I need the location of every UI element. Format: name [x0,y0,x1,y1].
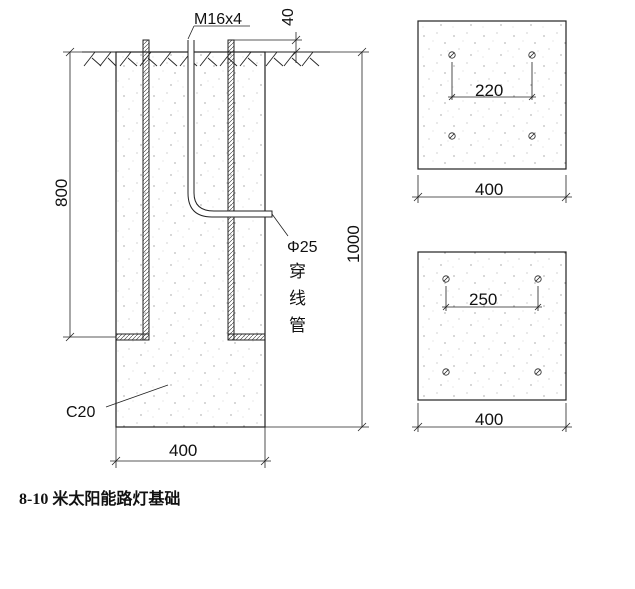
figure-caption: 8-10 米太阳能路灯基础 [19,491,181,508]
conduit-label: Φ25 [287,239,318,256]
dim-width-section-label: 400 [169,441,197,460]
dim-total-label: 1000 [344,225,363,263]
plan-a-width-label: 400 [475,180,503,199]
conduit-text-3: 管 [289,316,306,335]
plan-a-block [417,20,567,170]
plan-a-width-dim [412,175,572,203]
dim-40 [234,32,302,63]
plan-view-a: 220 400 [412,20,572,203]
plan-b-spacing-dim [442,286,542,311]
bolt-label: M16x4 [194,11,242,28]
plan-b-width-label: 400 [475,410,503,429]
anchor-bolt-right [227,39,266,341]
dim-400-section [110,427,271,468]
plan-b-bolts [442,275,542,376]
bolt-leader [187,25,195,40]
dim-1000 [265,47,369,432]
section-view: M16x4 40 800 1000 Φ25 穿 线 管 C20 400 [52,8,369,468]
plan-a-spacing-dim [448,62,536,101]
dim-depth-label: 800 [52,179,71,207]
concrete-leader [105,384,169,408]
concrete-label: C20 [66,404,95,421]
foundation-drawing: M16x4 40 800 1000 Φ25 穿 线 管 C20 400 [52,8,572,468]
conduit-leader [271,213,289,237]
dim-top-label: 40 [280,8,297,26]
dim-800 [63,47,116,342]
plan-b-width-dim [412,403,572,432]
conduit-text-2: 线 [289,289,306,308]
plan-a-spacing-label: 220 [475,81,503,100]
plan-b-spacing-label: 250 [469,290,497,309]
plan-b-block [417,251,567,401]
conduit-text-1: 穿 [289,262,306,281]
plan-a-bolts [448,51,536,140]
plan-view-b: 250 400 [412,251,572,432]
